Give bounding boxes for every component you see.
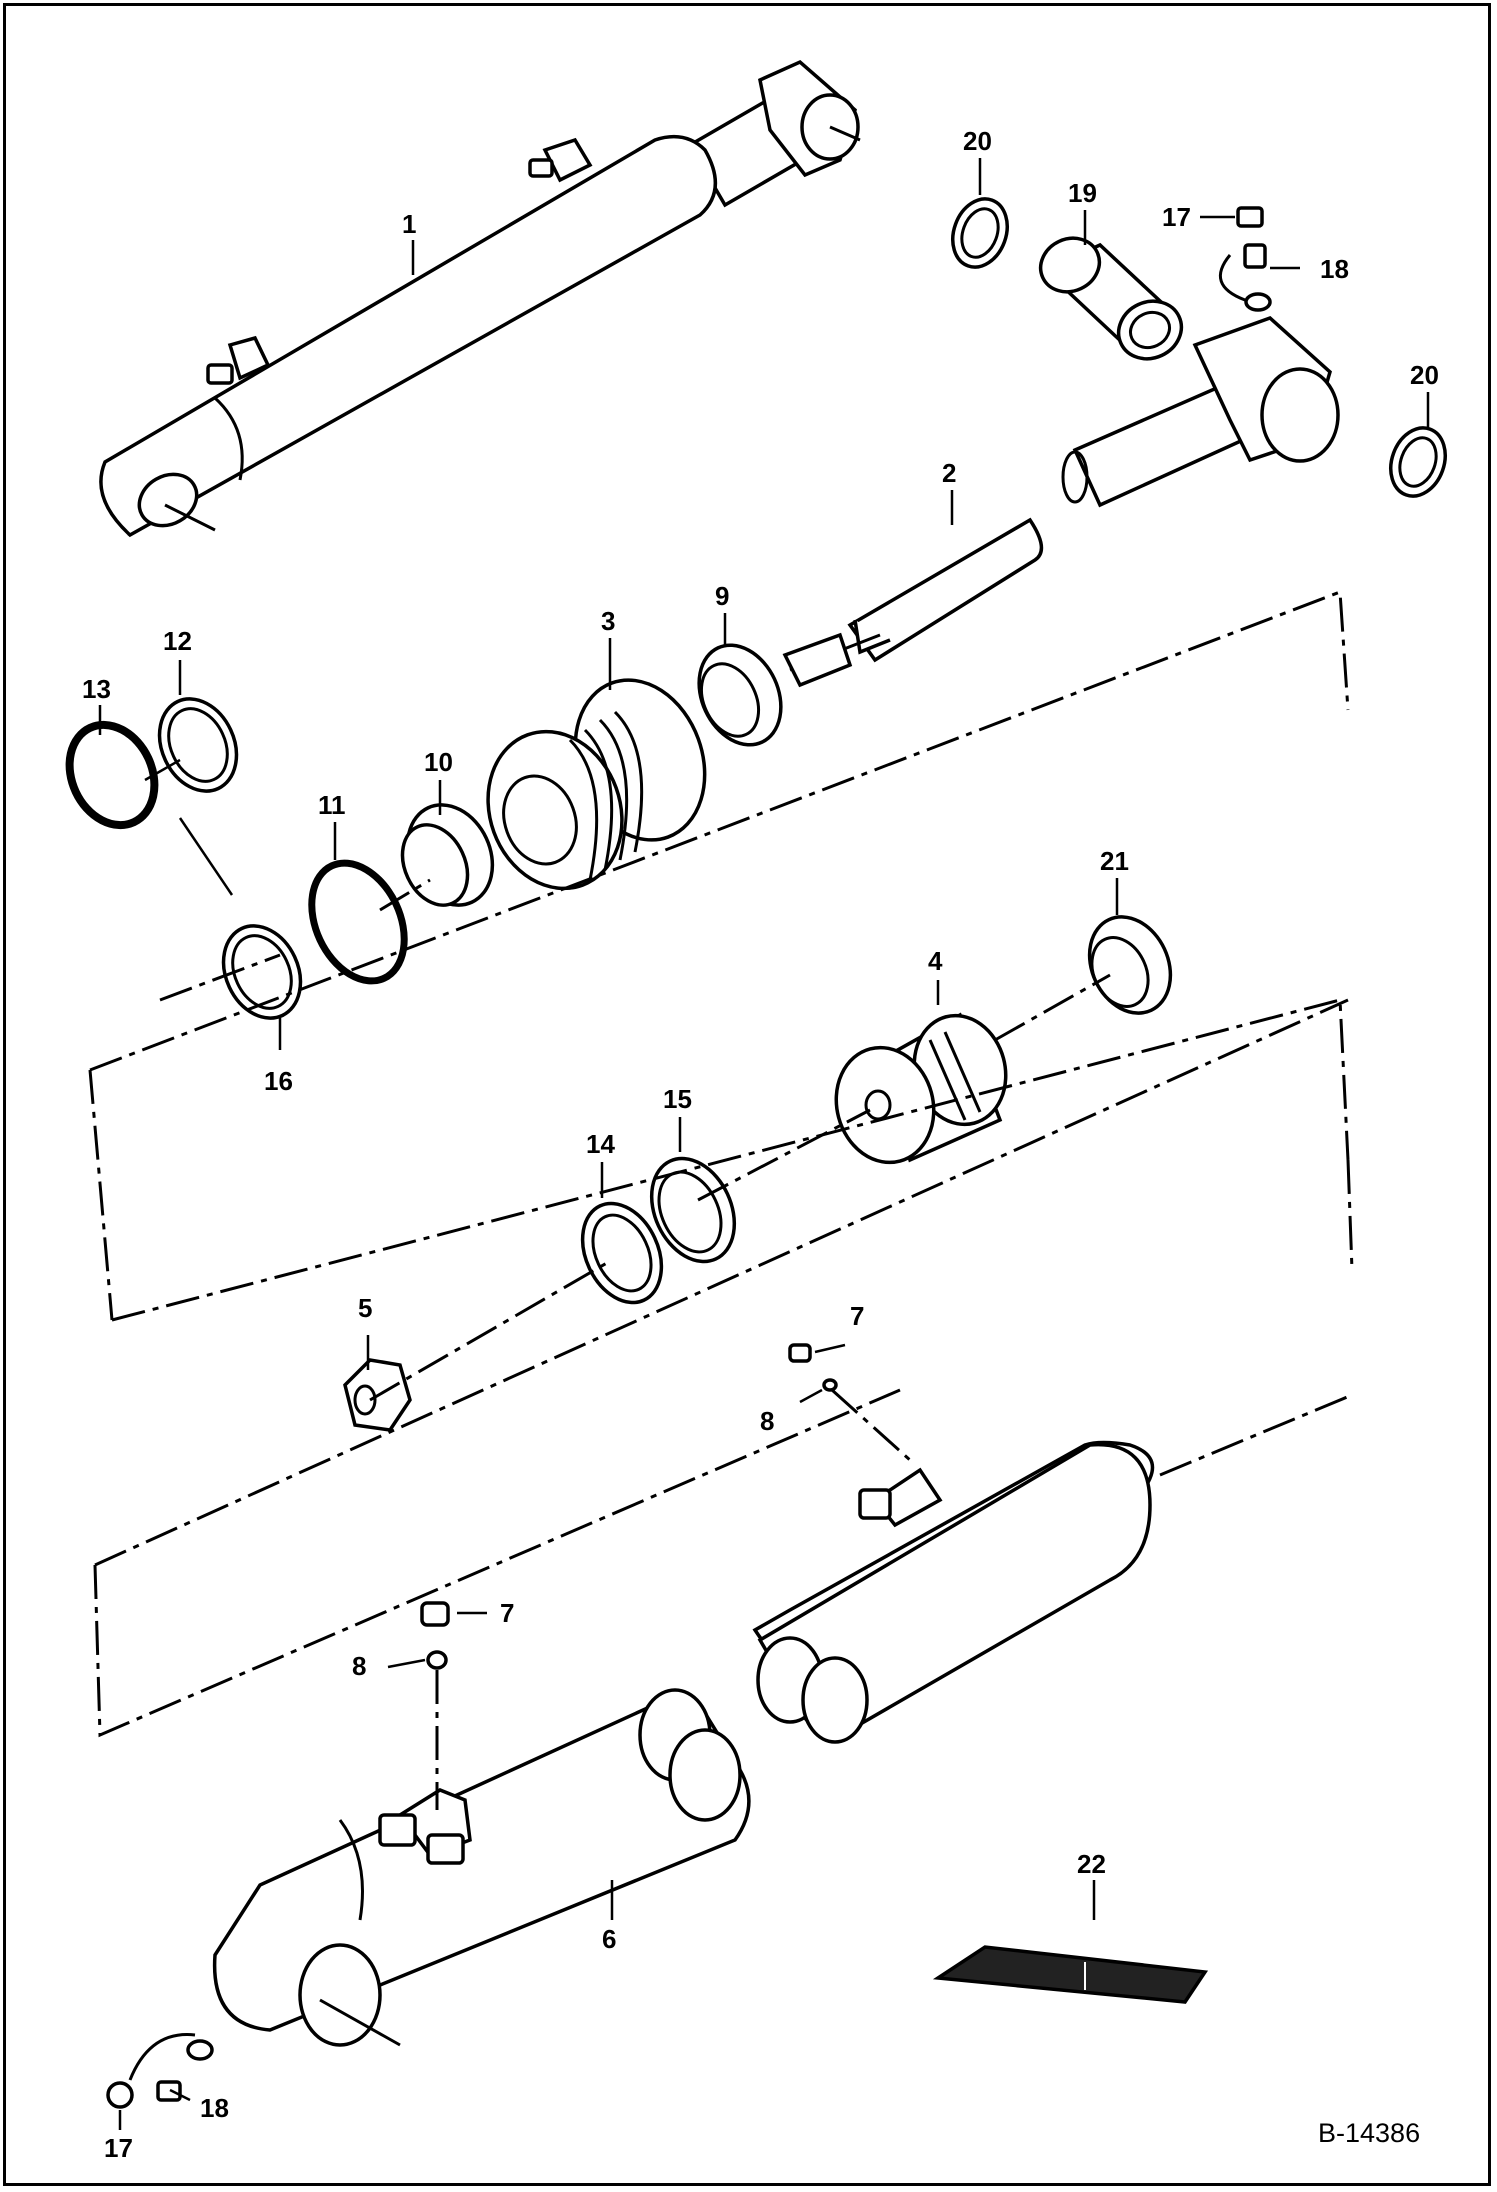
barrel-6-base — [212, 1688, 751, 2047]
callout-2: 2 — [942, 458, 956, 488]
callout-3: 3 — [601, 606, 615, 636]
callout-17-bottom: 17 — [104, 2133, 133, 2163]
ring-16 — [221, 924, 303, 1020]
ring-11 — [308, 859, 408, 985]
ring-12 — [157, 697, 239, 793]
callout-17-top: 17 — [1162, 202, 1191, 232]
callout-8-left: 8 — [352, 1651, 366, 1681]
ring-20-top — [951, 197, 1009, 269]
callout-8-right: 8 — [760, 1406, 774, 1436]
callout-21: 21 — [1100, 846, 1129, 876]
callout-1: 1 — [402, 209, 416, 239]
callout-4: 4 — [928, 946, 943, 976]
callout-14: 14 — [586, 1129, 615, 1159]
callout-10: 10 — [424, 747, 453, 777]
bushing-9 — [697, 643, 783, 747]
callout-20-right: 20 — [1410, 360, 1439, 390]
plug-7-right — [788, 1343, 812, 1363]
diagram-frame — [3, 3, 1491, 2186]
barrel-6-upper — [752, 1440, 1155, 1744]
callout-22: 22 — [1077, 1849, 1106, 1879]
oring-8-right — [822, 1378, 838, 1392]
piston-4 — [834, 1012, 1008, 1165]
bushing-21 — [1087, 915, 1173, 1015]
decal-22 — [932, 1945, 1209, 2004]
callout-16: 16 — [264, 1066, 293, 1096]
bushing-19 — [1038, 236, 1184, 361]
callout-5: 5 — [358, 1293, 372, 1323]
callout-15: 15 — [663, 1084, 692, 1114]
callout-19: 19 — [1068, 178, 1097, 208]
leader-lines — [98, 158, 1430, 2130]
grease-fitting-top — [1219, 206, 1272, 312]
centerlines — [88, 589, 1354, 1810]
callout-labels: 1 2 3 4 5 6 7 7 8 8 9 10 11 12 13 14 15 … — [82, 126, 1439, 2163]
assembled-cylinder — [99, 59, 861, 538]
callout-11: 11 — [318, 790, 346, 820]
callout-12: 12 — [163, 626, 192, 656]
rod-2 — [782, 315, 1340, 688]
head-gland-3 — [486, 678, 707, 891]
grease-fitting-bottom — [106, 2033, 214, 2109]
callout-7-left: 7 — [500, 1598, 514, 1628]
callout-20-top: 20 — [963, 126, 992, 156]
callout-13: 13 — [82, 674, 111, 704]
callout-18-bottom: 18 — [200, 2093, 229, 2123]
callout-9: 9 — [715, 581, 729, 611]
oring-8-left — [426, 1650, 448, 1670]
callout-18-top: 18 — [1320, 254, 1349, 284]
plug-7-left — [420, 1601, 450, 1627]
callout-7-right: 7 — [850, 1301, 864, 1331]
ring-20-right — [1389, 426, 1447, 498]
ring-14 — [580, 1201, 664, 1305]
figure-id: B-14386 — [1318, 2118, 1420, 2148]
ring-13 — [65, 720, 159, 830]
callout-6: 6 — [602, 1924, 616, 1954]
